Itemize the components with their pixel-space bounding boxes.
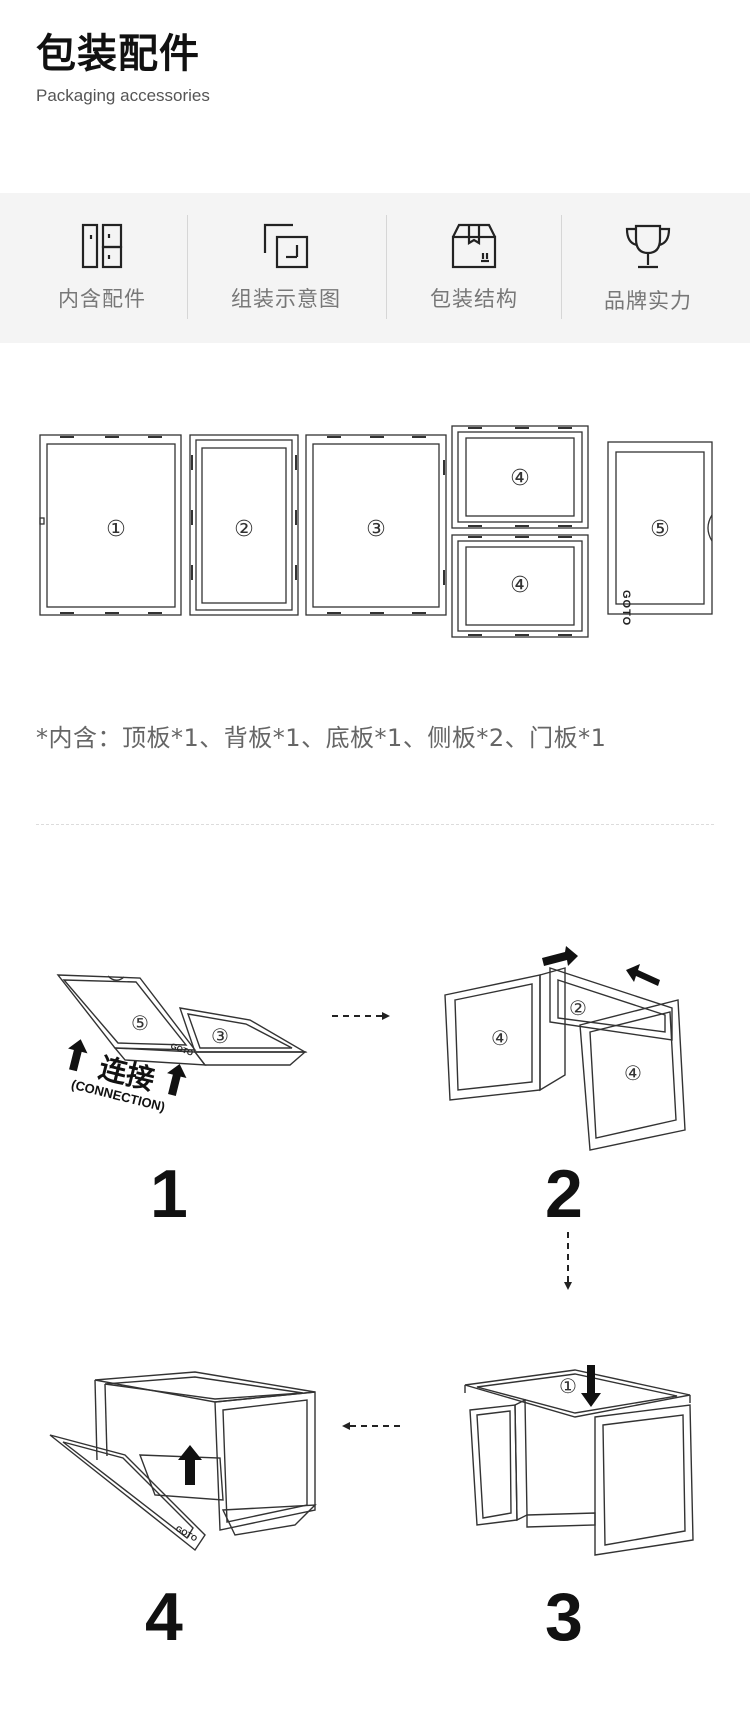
panel-label: ④ (510, 466, 530, 491)
nav-divider (386, 215, 387, 319)
panel-label: ⑤ (650, 517, 670, 542)
page-title: 包装配件 (36, 31, 200, 77)
panel-label: ④ (624, 1061, 642, 1085)
nav-label: 内含配件 (58, 287, 146, 311)
content-item: 底板*1 (325, 724, 403, 752)
step-number: 2 (545, 1156, 583, 1232)
content-item: 背板*1 (223, 724, 302, 752)
step-number: 3 (545, 1579, 583, 1655)
panel-back (189, 434, 299, 616)
page-subtitle: Packaging accessories (36, 86, 210, 105)
panel-label: ② (569, 996, 587, 1020)
panel-label: ④ (491, 1026, 509, 1050)
nav-divider (561, 215, 562, 319)
content-item: 侧板*2 (427, 724, 505, 752)
dashed-arrow-right-icon (332, 1012, 390, 1020)
panel-side-a (451, 425, 589, 529)
content-item: 顶板*1 (122, 724, 200, 752)
nav-label: 品牌实力 (604, 289, 692, 313)
nav-item-assembly[interactable]: 组装示意图 (198, 193, 374, 343)
content-item: 门板*1 (529, 724, 607, 752)
step-number: 1 (150, 1156, 188, 1232)
panel-bottom (305, 434, 447, 616)
panels-icon (81, 223, 123, 269)
step-1-drawing: ⑤ ③ GOTO 连接 (CONNECTION) (56, 974, 308, 1114)
contents-caption: *内含：顶板*1、背板*1、底板*1、侧板*2、门板*1 (36, 724, 607, 752)
panel-label: ① (559, 1374, 577, 1398)
dashed-arrow-down-icon (564, 1232, 572, 1290)
panel-label: ③ (366, 517, 386, 542)
nav-item-packaging[interactable]: 包装结构 (386, 193, 562, 343)
trophy-icon (625, 224, 671, 269)
panel-label: ① (106, 517, 126, 542)
panel-door (607, 441, 713, 615)
nav-label: 组装示意图 (231, 287, 341, 311)
panel-label: ④ (510, 573, 530, 598)
panel-side-b (451, 534, 589, 638)
panels-drawing: ① ② ③ ④ ④ ⑤ GOTO (39, 425, 713, 638)
nav-item-brand[interactable]: 品牌实力 (560, 193, 736, 343)
nav-item-contents[interactable]: 内含配件 (14, 193, 190, 343)
panel-label: ⑤ (131, 1011, 149, 1035)
section-divider (36, 824, 714, 825)
dashed-arrow-left-icon (342, 1422, 400, 1430)
panel-top (39, 434, 182, 616)
brand-logo: GOTO (174, 1524, 199, 1544)
box-icon (451, 223, 497, 269)
step-2-drawing: ④ ② ④ (444, 946, 686, 1151)
nav-divider (187, 215, 188, 319)
nav-label: 包装结构 (430, 287, 518, 311)
step-4-drawing: GOTO (49, 1371, 317, 1552)
section-nav: 内含配件 组装示意图 包装结构 (0, 193, 750, 343)
brand-logo: GOTO (620, 590, 632, 626)
step-number: 4 (145, 1579, 183, 1655)
assembly-icon (263, 223, 309, 269)
panel-label: ③ (211, 1024, 229, 1048)
panel-label: ② (234, 517, 254, 542)
step-3-drawing: ① (464, 1365, 694, 1556)
